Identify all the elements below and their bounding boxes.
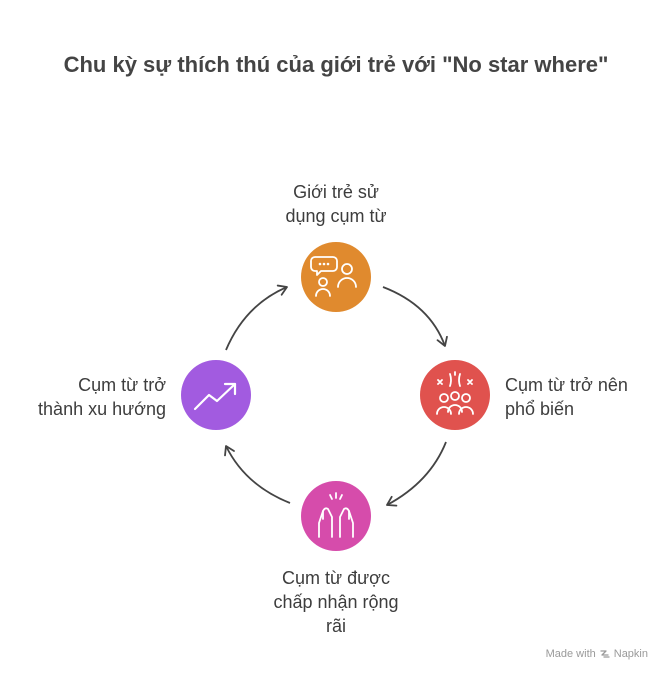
napkin-brand: Napkin xyxy=(613,648,648,660)
trending-up-icon xyxy=(193,382,237,411)
made-with-napkin: Made with Napkin xyxy=(546,648,648,660)
diagram-title: Chu kỳ sự thích thú của giới trẻ với "No… xyxy=(63,52,609,77)
node-left xyxy=(181,360,251,430)
arrow-bottom-to-left xyxy=(224,445,291,504)
label-bottom: Cụm từ được chấp nhận rộng rãi xyxy=(273,568,399,636)
arrow-left-to-top xyxy=(225,284,288,351)
crowd-celebration-icon xyxy=(436,371,474,415)
node-bottom xyxy=(301,481,371,551)
chat-people-icon xyxy=(310,256,357,297)
made-with-text: Made with xyxy=(545,648,596,660)
label-top: Giới trẻ sử dụng cụm từ xyxy=(285,182,387,226)
arrow-top-to-right xyxy=(382,286,448,347)
arrow-right-to-bottom xyxy=(386,441,447,507)
high-five-icon xyxy=(318,492,354,538)
node-top xyxy=(301,242,371,312)
label-left: Cụm từ trở thành xu hướng xyxy=(38,375,166,419)
node-right xyxy=(420,360,490,430)
napkin-logo-icon xyxy=(600,650,610,658)
label-right: Cụm từ trở nên phổ biến xyxy=(505,375,628,419)
